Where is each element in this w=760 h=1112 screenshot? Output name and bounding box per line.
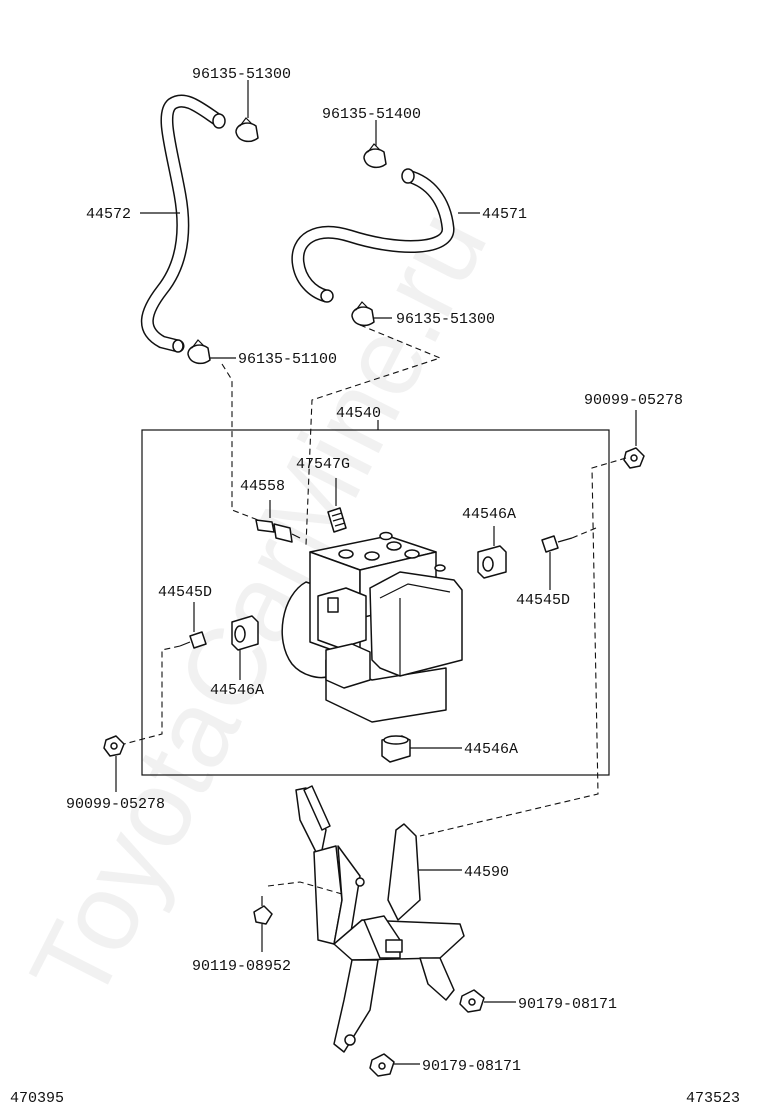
label-cushion-44546A-left: 44546A [210, 682, 264, 699]
nut-90099-05278-top-right[interactable] [623, 447, 645, 469]
cushion-44546A-bottom[interactable] [381, 735, 411, 763]
label-hose-44571: 44571 [482, 206, 527, 223]
hose-44571[interactable] [291, 168, 455, 303]
clip-96135-51300-top[interactable] [235, 117, 259, 143]
bolt-44545D-right[interactable] [541, 535, 573, 553]
union-44558[interactable] [255, 519, 301, 543]
bolt-90119-08952[interactable] [253, 896, 273, 925]
label-hose-44572: 44572 [86, 206, 131, 223]
label-nut-90099-05278-bottom: 90099-05278 [66, 796, 165, 813]
label-cushion-44546A-upper: 44546A [462, 506, 516, 523]
cushion-44546A-upper[interactable] [477, 545, 507, 579]
bolt-90179-08171-upper[interactable] [459, 989, 485, 1013]
label-clip-96135-51100: 96135-51100 [238, 351, 337, 368]
bracket-44590[interactable] [295, 785, 465, 1053]
cushion-44546A-left[interactable] [231, 615, 259, 651]
bolt-44545D-left[interactable] [179, 631, 207, 649]
label-bolt-90119-08952: 90119-08952 [192, 958, 291, 975]
label-union-44558: 44558 [240, 478, 285, 495]
assembly-frame [141, 429, 610, 776]
label-clip-96135-51300-top: 96135-51300 [192, 66, 291, 83]
label-actuator-44540: 44540 [336, 405, 381, 422]
label-clip-96135-51300-right: 96135-51300 [396, 311, 495, 328]
actuator-body[interactable] [281, 531, 463, 723]
label-bolt-44545D-left: 44545D [158, 584, 212, 601]
label-bolt-44545D-right: 44545D [516, 592, 570, 609]
label-clip-96135-51400: 96135-51400 [322, 106, 421, 123]
hose-44572[interactable] [140, 94, 226, 353]
label-bracket-44590: 44590 [464, 864, 509, 881]
clip-96135-51300-right[interactable] [351, 301, 375, 327]
corner-label-right: 473523 [686, 1090, 740, 1107]
label-bolt-90179-08171-lower: 90179-08171 [422, 1058, 521, 1075]
clip-96135-51100[interactable] [187, 339, 211, 365]
bolt-90179-08171-lower[interactable] [369, 1053, 395, 1077]
label-nut-90099-05278-top: 90099-05278 [584, 392, 683, 409]
clip-96135-51400[interactable] [363, 143, 387, 169]
label-cushion-44546A-bottom: 44546A [464, 741, 518, 758]
label-bolt-90179-08171-upper: 90179-08171 [518, 996, 617, 1013]
label-valve-47547G: 47547G [296, 456, 350, 473]
corner-label-left: 470395 [10, 1090, 64, 1107]
valve-47547G[interactable] [327, 507, 347, 533]
nut-90099-05278-bottom-left[interactable] [103, 735, 125, 757]
